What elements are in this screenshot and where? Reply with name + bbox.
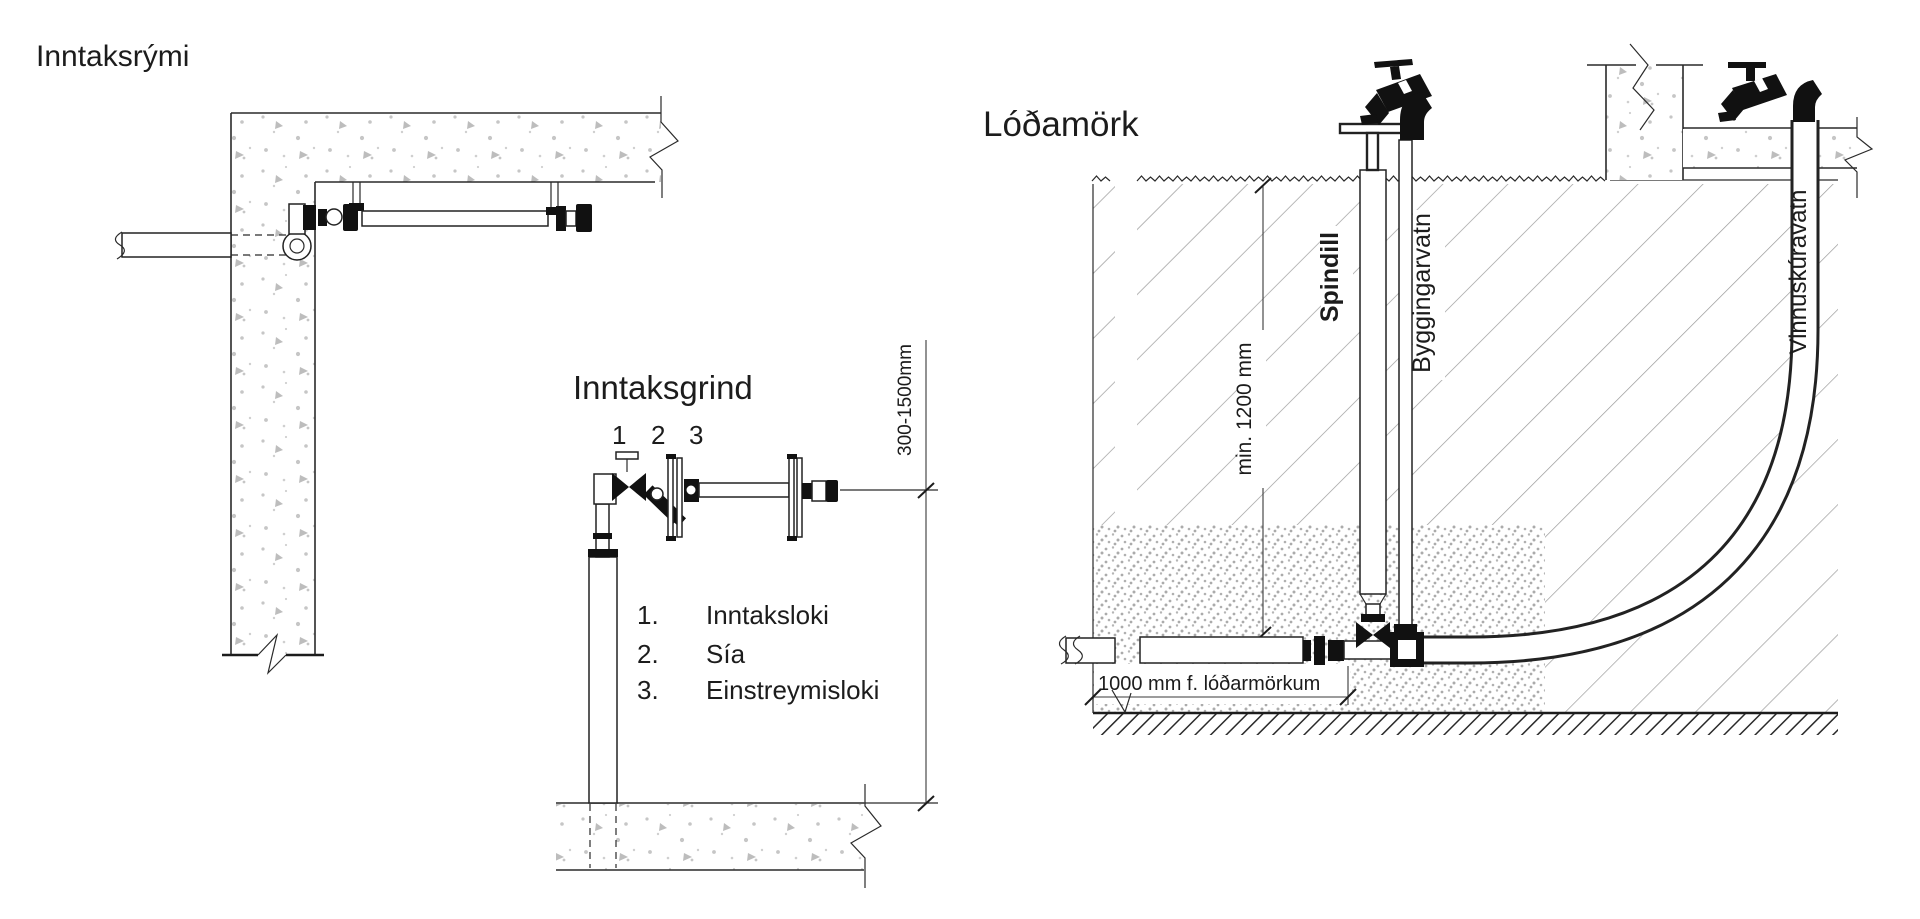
dimension-300-1500: 300-1500mm: [895, 340, 935, 812]
pipe-labels: Spindill Byggingarvatn: [1316, 210, 1445, 380]
legend-num-3: 3.: [637, 675, 659, 705]
dim-tick: [1339, 688, 1357, 706]
workshed-water-label: Vinnuskúravatn: [1785, 190, 1812, 355]
spindle-label: Spindill: [1316, 232, 1344, 322]
flange-2: [787, 454, 803, 541]
callout-2: 2: [651, 420, 665, 450]
workshed-water-pipe: Vinnuskúravatn: [1424, 120, 1820, 665]
legend-label-1: Inntaksloki: [706, 600, 829, 630]
dimension-label: min. 1200 mm: [1233, 342, 1256, 475]
figure-inntaksgrind: Inntaksgrind 1 2 3: [556, 340, 938, 888]
break-symbol: [1629, 43, 1655, 131]
spindle-valve: [1356, 622, 1390, 648]
supply-pipe: [1058, 632, 1424, 667]
riser-pipe: [588, 473, 618, 868]
dim-tick: [1254, 177, 1272, 194]
figure-title: Inntaksgrind: [573, 369, 753, 406]
t-handle: [1338, 122, 1406, 172]
dim-tick: [917, 795, 935, 812]
union-coupling: [556, 204, 592, 232]
dim-tick: [1084, 688, 1102, 706]
dimension-label: 300-1500mm: [895, 344, 916, 456]
service-pipe: [114, 231, 299, 260]
dim-tick: [917, 482, 935, 499]
construction-water-label: Byggingarvatn: [1408, 213, 1436, 373]
legend-num-2: 2.: [637, 639, 659, 669]
pipe-hanger-2: [546, 182, 561, 215]
pipe-break: [114, 231, 125, 260]
legend-num-1: 1.: [637, 600, 659, 630]
figure-inntaksrymi: Inntaksrými: [36, 40, 679, 675]
bedrock-line: [1093, 711, 1838, 735]
pipe-break: [1058, 635, 1083, 665]
pipe-hanger: [349, 182, 364, 211]
pipe-elbow: [282, 203, 312, 261]
ground-surface: [1091, 175, 1838, 182]
construction-water-riser: [1394, 139, 1417, 639]
faucet-icon: [1360, 59, 1432, 140]
break-symbol: [649, 96, 679, 198]
dimension-min-1200: min. 1200 mm: [1233, 177, 1272, 643]
break-symbol: [850, 784, 882, 888]
valve-assembly: [303, 204, 358, 231]
dimension-label: 1000 mm f. lóðarmörkum: [1098, 673, 1320, 695]
flange: [666, 454, 683, 541]
dimension-1000mm: 1000 mm f. lóðarmörkum: [1084, 666, 1357, 714]
foundation-beam: [1683, 117, 1874, 198]
break-symbol: [257, 632, 287, 675]
wall-section: [222, 113, 324, 675]
callout-3: 3: [689, 420, 703, 450]
break-symbol: [1843, 117, 1874, 198]
legend-label-3: Einstreymisloki: [706, 675, 879, 705]
legend-label-2: Sía: [706, 639, 746, 669]
spindle-sleeve: [1356, 169, 1390, 648]
figure-title: Inntaksrými: [36, 40, 189, 73]
figure-lodamork: Lóðamörk min. 1200 mm: [983, 43, 1874, 735]
ceiling-pipe: [361, 210, 549, 227]
figure-title: Lóðamörk: [983, 105, 1139, 144]
faucet-icon-2: [1718, 62, 1822, 122]
inlet-valve: [612, 451, 646, 501]
end-fitting: [802, 480, 938, 502]
spool-pipe: [698, 482, 790, 498]
floor-slab: [556, 784, 938, 888]
building-wall: [1587, 43, 1703, 180]
legend: 1. Inntaksloki 2. Sía 3. Einstreymisloki: [637, 600, 879, 705]
callout-1: 1: [612, 420, 626, 450]
check-valve: [684, 479, 699, 502]
dim-zigzag: [1111, 689, 1132, 714]
hidden-pipe-in-slab: [589, 804, 617, 868]
